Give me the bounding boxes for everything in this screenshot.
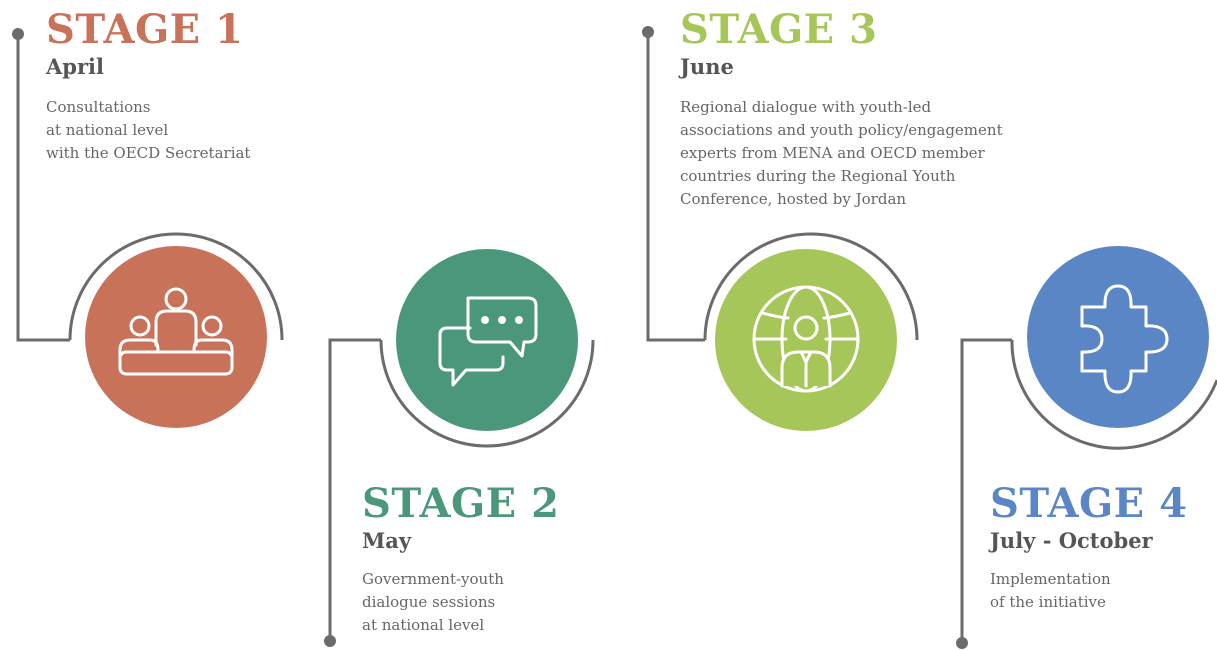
stage-3-arc (703, 232, 919, 341)
stage-3-desc-line: experts from MENA and OECD member (680, 144, 985, 162)
stage-1-circle (85, 246, 267, 428)
stage-4-description: Implementation of the initiative (990, 568, 1187, 614)
stage-3-dot (642, 26, 654, 38)
stage-2-arc (379, 339, 595, 448)
stage-3-desc-line: associations and youth policy/engagement (680, 121, 1003, 139)
meeting-people-icon (118, 287, 234, 376)
stage-2-title: STAGE 2 (362, 480, 560, 527)
stage-2-description: Government-youth dialogue sessions at na… (362, 568, 559, 637)
stage-2-dot (324, 635, 336, 647)
stage-1-desc-line: Consultations (46, 98, 151, 116)
stage-3-connector (646, 32, 705, 342)
stage-4-desc-line: of the initiative (990, 593, 1106, 611)
stage-3-desc-line: Regional dialogue with youth-led (680, 98, 932, 116)
globe-person-icon (752, 285, 860, 393)
chat-bubbles-icon (438, 296, 538, 387)
stage-3-title: STAGE 3 (680, 6, 878, 53)
stage-2-date: May (362, 528, 412, 553)
stage-1-title: STAGE 1 (46, 6, 244, 53)
stage-4-desc-line: Implementation (990, 570, 1111, 588)
stage-1-connector (16, 34, 70, 342)
stage-3-date: June (680, 54, 734, 79)
stage-2-desc-line: Government-youth (362, 570, 504, 588)
stage-4-connector (960, 338, 1012, 643)
stage-1-desc-line: with the OECD Secretariat (46, 144, 251, 162)
stage-3-description: Regional dialogue with youth-led associa… (680, 96, 1003, 211)
stage-4-date: July - October (990, 528, 1153, 553)
stage-3-text: STAGE 3 June Regional dialogue with yout… (680, 8, 1003, 211)
puzzle-piece-icon (1080, 284, 1169, 394)
stage-3-desc-line: countries during the Regional Youth (680, 167, 956, 185)
stage-4-text: STAGE 4 July - October Implementation of… (990, 482, 1187, 614)
stage-1-dot (12, 28, 24, 40)
stage-2-text: STAGE 2 May Government-youth dialogue se… (362, 482, 559, 637)
stage-4-circle (1027, 246, 1209, 428)
stage-2-circle (396, 249, 578, 431)
stage-4-arc (1010, 339, 1217, 450)
stage-1-arc (68, 232, 284, 341)
stage-1-description: Consultations at national level with the… (46, 96, 250, 165)
stage-1-text: STAGE 1 April Consultations at national … (46, 8, 250, 165)
stage-1-desc-line: at national level (46, 121, 169, 139)
stage-2-desc-line: dialogue sessions (362, 593, 496, 611)
stage-2-desc-line: at national level (362, 616, 485, 634)
stage-1-date: April (46, 54, 104, 79)
stage-4-title: STAGE 4 (990, 480, 1188, 527)
stage-4-dot (956, 637, 968, 649)
stage-2-connector (328, 338, 381, 641)
stage-3-desc-line: Conference, hosted by Jordan (680, 190, 907, 208)
